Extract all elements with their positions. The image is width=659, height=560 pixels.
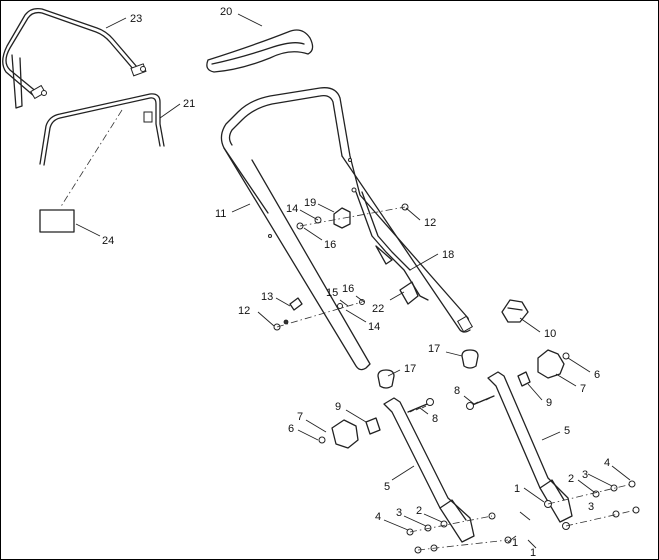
callout-1: 1 [512, 537, 518, 549]
part-17-plugs [377, 349, 479, 389]
callout-22: 22 [372, 303, 384, 315]
callout-labels: 23 20 21 11 19 14 16 12 18 24 13 15 16 1… [102, 6, 610, 559]
callout-1: 1 [514, 483, 520, 495]
callout-6: 6 [288, 423, 294, 435]
callout-5: 5 [564, 425, 570, 437]
part-11-upper-handle [220, 87, 474, 371]
callout-5: 5 [384, 481, 390, 493]
callout-23: 23 [130, 13, 142, 25]
callout-19: 19 [304, 197, 316, 209]
callout-12: 12 [424, 217, 436, 229]
leader-lines [75, 13, 631, 549]
part-5-lower-handles [383, 371, 573, 543]
part-18-cable [351, 187, 429, 301]
callout-10: 10 [544, 328, 556, 340]
part-21-bail [39, 93, 165, 166]
callout-13: 13 [261, 291, 273, 303]
bottom-hardware [406, 480, 640, 554]
callout-3: 3 [582, 469, 588, 481]
callout-24: 24 [102, 235, 114, 247]
part-23-bail [2, 7, 147, 109]
callout-3: 3 [396, 507, 402, 519]
callout-15: 15 [326, 287, 338, 299]
upper-hardware [296, 203, 409, 230]
callout-8: 8 [454, 385, 460, 397]
callout-20: 20 [220, 6, 232, 18]
callout-12: 12 [238, 305, 250, 317]
callout-7: 7 [580, 383, 586, 395]
callout-7: 7 [297, 411, 303, 423]
callout-21: 21 [183, 98, 195, 110]
callout-16: 16 [324, 239, 336, 251]
part-10-clip [501, 299, 529, 323]
callout-6: 6 [594, 369, 600, 381]
right-knob-set [466, 349, 570, 410]
part-24-decal [39, 209, 75, 233]
callout-14: 14 [368, 321, 380, 333]
callout-18: 18 [442, 249, 454, 261]
callout-9: 9 [335, 401, 341, 413]
callout-2: 2 [416, 505, 422, 517]
callout-4: 4 [375, 511, 381, 523]
left-knob-set [318, 398, 434, 449]
callout-2: 2 [568, 473, 574, 485]
part-20-grip [206, 29, 314, 73]
callout-17: 17 [404, 363, 416, 375]
part-22-pivot [399, 281, 419, 305]
callout-16: 16 [342, 283, 354, 295]
callout-9: 9 [546, 397, 552, 409]
callout-11: 11 [215, 208, 226, 220]
callout-3: 3 [588, 501, 594, 513]
middle-hardware [273, 297, 365, 331]
callout-4: 4 [604, 457, 610, 469]
callout-8: 8 [432, 413, 438, 425]
callout-14: 14 [286, 203, 298, 215]
callout-17: 17 [428, 343, 440, 355]
callout-1: 1 [530, 547, 536, 559]
